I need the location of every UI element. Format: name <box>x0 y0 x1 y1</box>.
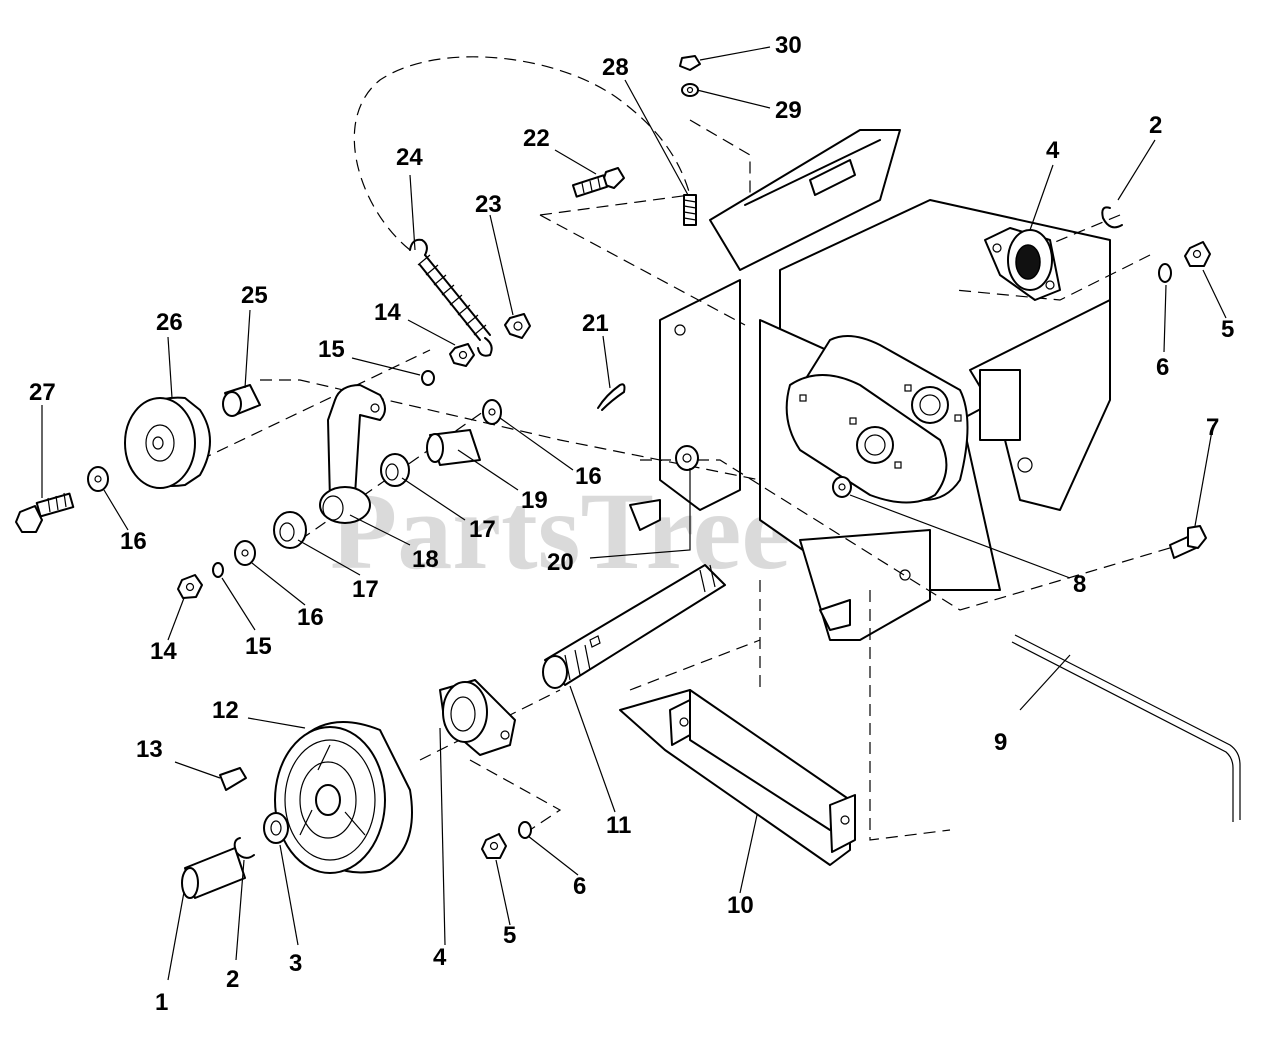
callout-23: 23 <box>475 191 502 218</box>
callout-13: 13 <box>136 736 163 763</box>
callout-12: 12 <box>212 697 239 724</box>
cotter-pin <box>597 383 626 411</box>
washers-right <box>675 445 852 498</box>
frame-assembly <box>629 129 1111 641</box>
phantom-outline <box>353 56 691 251</box>
callout-5-lower: 5 <box>503 922 516 949</box>
bolt-27 <box>15 492 75 533</box>
callout-28: 28 <box>602 54 629 81</box>
callout-4-lower: 4 <box>433 944 447 971</box>
callout-26: 26 <box>156 309 183 336</box>
callout-1: 1 <box>155 989 168 1016</box>
callout-24: 24 <box>396 144 423 171</box>
callout-25: 25 <box>241 282 268 309</box>
callout-3: 3 <box>289 950 302 977</box>
callout-14: 14 <box>374 299 401 326</box>
callout-8: 8 <box>1073 571 1086 598</box>
callout-22: 22 <box>523 125 550 152</box>
hardware-lower-left <box>181 767 532 899</box>
callout-19: 19 <box>521 487 548 514</box>
bolt-7 <box>1169 525 1207 559</box>
callout-29: 29 <box>775 97 802 124</box>
callout-labels: 30 28 29 22 2 4 24 23 5 6 27 26 25 14 15… <box>29 32 1234 1016</box>
callout-9: 9 <box>994 729 1007 756</box>
callout-6-lower: 6 <box>573 873 586 900</box>
callout-6: 6 <box>1156 354 1169 381</box>
callout-27: 27 <box>29 379 56 406</box>
leader-lines <box>41 46 1227 981</box>
callout-7: 7 <box>1206 414 1219 441</box>
callout-16-left: 16 <box>120 528 147 555</box>
callout-30: 30 <box>775 32 802 59</box>
callout-17-lower: 17 <box>352 576 379 603</box>
callout-17-upper: 17 <box>469 516 496 543</box>
callout-11: 11 <box>606 812 631 839</box>
flange-bearing-lower <box>439 679 516 756</box>
callout-20: 20 <box>547 549 574 576</box>
callout-15: 15 <box>318 336 345 363</box>
flange-bearing-upper <box>984 227 1061 301</box>
belt-guard <box>619 689 856 866</box>
callout-10: 10 <box>727 892 754 919</box>
callout-2-lower: 2 <box>226 966 239 993</box>
main-pulley <box>274 721 413 874</box>
callout-14-lower: 14 <box>150 638 177 665</box>
bushings <box>87 384 502 599</box>
hardware-upper-right <box>1101 206 1211 283</box>
idler-arm <box>319 384 386 524</box>
callout-15-lower: 15 <box>245 633 272 660</box>
callout-16-right: 16 <box>575 463 602 490</box>
callout-16-lower: 16 <box>297 604 324 631</box>
idler-pulley <box>124 396 211 489</box>
hardware-upper <box>421 55 701 386</box>
callout-2: 2 <box>1149 112 1162 139</box>
drive-shaft <box>542 564 726 689</box>
callout-5: 5 <box>1221 316 1234 343</box>
callout-4: 4 <box>1046 137 1060 164</box>
callout-21: 21 <box>582 310 609 337</box>
callout-18: 18 <box>412 546 439 573</box>
spring <box>409 238 493 357</box>
rod <box>1011 634 1241 822</box>
